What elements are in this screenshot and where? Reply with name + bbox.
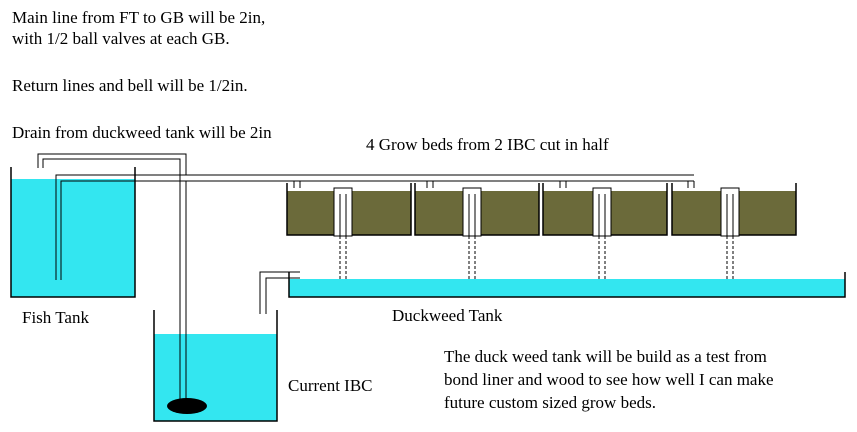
note-return-lines: Return lines and bell will be 1/2in. <box>12 76 248 95</box>
ball-valves <box>293 181 695 188</box>
grow-bed-1 <box>286 183 412 237</box>
duckweed-tank <box>288 272 846 298</box>
grow-beds <box>286 183 797 237</box>
note-main-line-1: Main line from FT to GB will be 2in, <box>12 8 266 27</box>
main-line-pipe <box>55 174 694 280</box>
overflow-pipe <box>37 153 187 175</box>
grow-bed-3 <box>542 183 668 237</box>
duckweed-drain-pipe <box>259 271 300 314</box>
grow-bed-2 <box>414 183 540 237</box>
fish-tank-walls <box>10 167 136 298</box>
current-ibc <box>153 310 278 422</box>
note-duck-test-3: future custom sized grow beds. <box>444 393 656 412</box>
note-drain: Drain from duckweed tank will be 2in <box>12 123 272 142</box>
fish-tank <box>10 167 136 298</box>
bell-drains <box>339 236 734 281</box>
pump-riser-pipe <box>179 175 187 400</box>
note-main-line-2: with 1/2 ball valves at each GB. <box>12 29 230 48</box>
label-fish-tank: Fish Tank <box>22 308 89 327</box>
duckweed-tank-water <box>289 279 845 297</box>
label-duckweed-tank: Duckweed Tank <box>392 306 503 325</box>
note-duck-test-2: bond liner and wood to see how well I ca… <box>444 370 774 389</box>
pump <box>167 398 207 414</box>
current-ibc-walls <box>153 310 278 422</box>
fish-tank-water <box>11 179 135 297</box>
grow-bed-4 <box>671 183 797 237</box>
note-grow-beds: 4 Grow beds from 2 IBC cut in half <box>366 135 609 154</box>
note-duck-test-1: The duck weed tank will be build as a te… <box>444 347 767 366</box>
label-current-ibc: Current IBC <box>288 376 373 395</box>
